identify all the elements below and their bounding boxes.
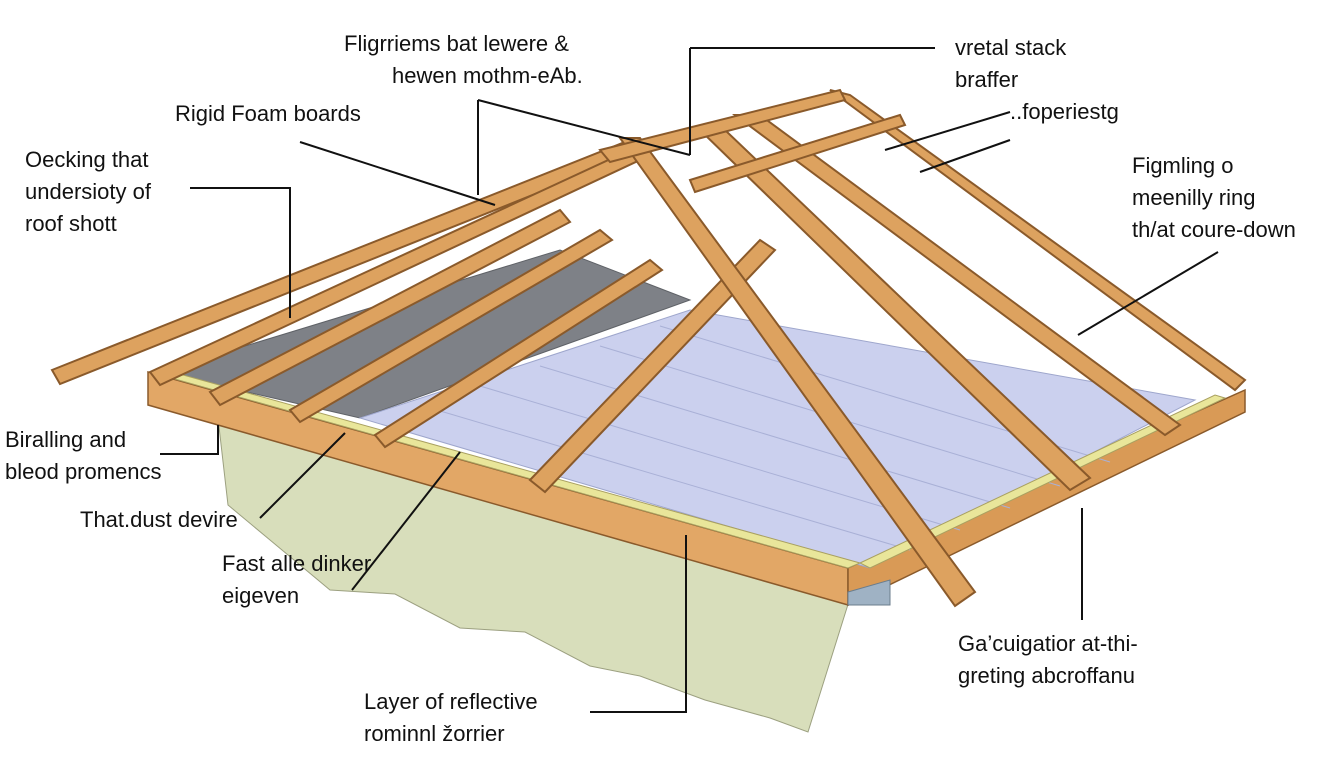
label-rigid-foam: Rigid Foam boards [175, 101, 361, 126]
wall-panel [217, 417, 851, 733]
label-top-right: vretal stack braffer ..foperiestg [955, 35, 1119, 124]
rafters [50, 88, 1247, 608]
label-dust: That.dust devire [80, 507, 238, 532]
label-layer: Layer of reflective rominnl žorrier [364, 689, 538, 746]
label-bracing: Biralling and bleod promencs [5, 427, 162, 484]
trim-edge-right [858, 394, 1227, 569]
label-top-center: Fligrriems bat lewere & hewen mothm-eAb. [344, 31, 583, 88]
label-decking: Oecking that undersioty of roof shott [25, 147, 151, 236]
label-fast: Fast alle dinker eigeven [222, 551, 372, 608]
label-ga: Ga’cuigatior at-thi- greting abcroffanu [958, 631, 1138, 688]
soffit-strip [847, 579, 891, 606]
leader-lines [160, 47, 1219, 713]
label-framing: Figmling o meenilly ring th/at coure-dow… [1132, 153, 1296, 242]
